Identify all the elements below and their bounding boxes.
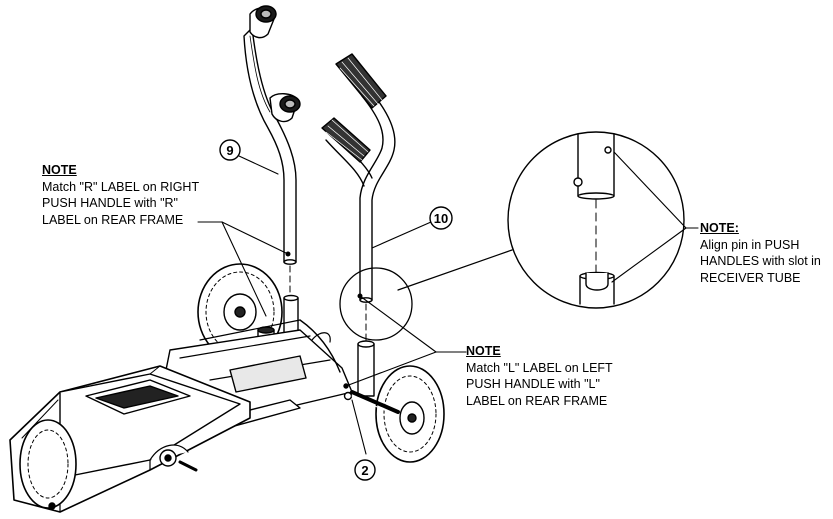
left-grip-knurled — [321, 117, 371, 163]
left-receiver-tube — [357, 340, 375, 397]
note-right-handle: NOTE Match "R" LABEL on RIGHT PUSH HANDL… — [42, 162, 199, 228]
note-line: Match "R" LABEL on RIGHT — [42, 179, 200, 194]
callout-9-label: 9 — [226, 143, 233, 158]
note-line: PUSH HANDLE with "R" — [42, 196, 178, 210]
callout-10 — [429, 206, 453, 230]
callout-2-label: 2 — [361, 463, 368, 478]
note-heading: NOTE: — [700, 221, 739, 235]
note-line: HANDLES with slot in — [700, 254, 821, 268]
detail-source-circle — [339, 267, 413, 341]
front-wheel — [19, 419, 77, 510]
left-push-handle — [321, 53, 396, 303]
note-line: RECEIVER TUBE — [700, 270, 801, 285]
note-heading: NOTE — [42, 163, 77, 177]
note-pin-alignment: NOTE: Align pin in PUSH HANDLES with slo… — [700, 220, 821, 286]
note-line: Align pin in PUSH — [700, 237, 800, 252]
note-line: LABEL on REAR FRAME — [42, 212, 184, 227]
right-push-handle — [243, 5, 301, 265]
callout-10-label: 10 — [434, 211, 448, 226]
note-heading: NOTE — [466, 344, 501, 358]
note-left-handle: NOTE Match "L" LABEL on LEFT PUSH HANDLE… — [466, 343, 613, 409]
magnifier-link-line — [397, 249, 513, 291]
left-wheel — [350, 365, 445, 463]
callout-9 — [219, 139, 241, 161]
right-grip-knurled — [335, 53, 387, 109]
leader-lines — [197, 151, 699, 455]
detail-magnifier — [507, 131, 685, 309]
callout-2 — [354, 459, 376, 481]
note-line: PUSH HANDLE with "L" — [466, 377, 600, 391]
lower-grip — [269, 93, 301, 123]
upper-grip — [249, 5, 277, 39]
note-line: Match "L" LABEL on LEFT — [466, 360, 613, 375]
note-line: LABEL on REAR FRAME — [466, 393, 608, 408]
